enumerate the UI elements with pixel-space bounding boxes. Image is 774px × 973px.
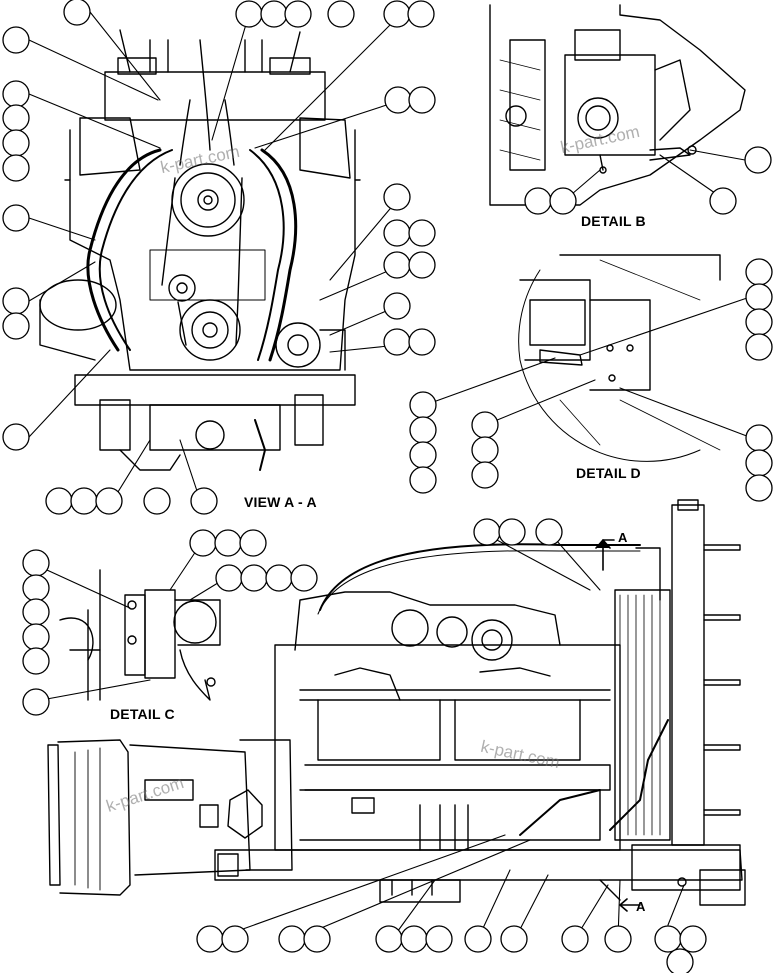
section-arrows bbox=[595, 539, 641, 912]
leader-lines bbox=[28, 11, 753, 940]
view-aa-label: VIEW A - A bbox=[244, 494, 317, 510]
section-marker-top: A bbox=[618, 530, 628, 545]
detail-d-drawing bbox=[518, 254, 721, 462]
side-view-genset bbox=[47, 499, 746, 906]
section-marker-bottom: A bbox=[636, 899, 646, 914]
detail-c-drawing bbox=[59, 569, 221, 701]
detail-c-label: DETAIL C bbox=[110, 706, 175, 722]
detail-b-label: DETAIL B bbox=[581, 213, 646, 229]
detail-b-drawing bbox=[489, 4, 746, 206]
detail-d-label: DETAIL D bbox=[576, 465, 641, 481]
view-aa-engine bbox=[39, 29, 361, 471]
